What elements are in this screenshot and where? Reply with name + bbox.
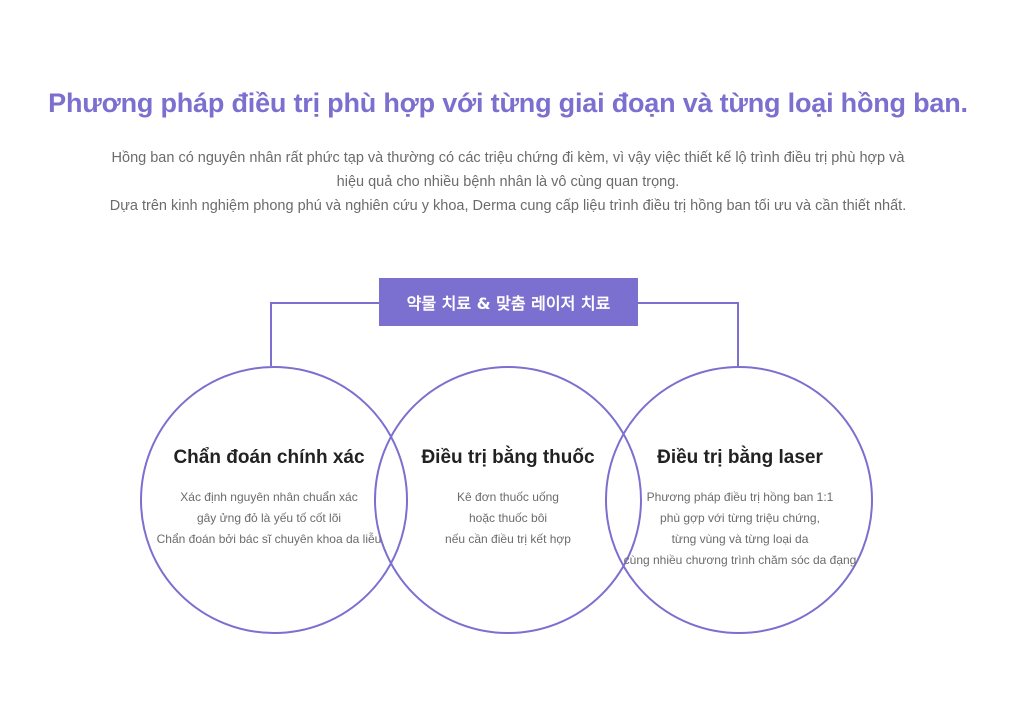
- medication-line: Kê đơn thuốc uống: [457, 490, 559, 504]
- page-title: Phương pháp điều trị phù hợp với từng gi…: [48, 88, 968, 118]
- diagnosis-line: Xác định nguyên nhân chuẩn xác: [180, 490, 358, 504]
- diagnosis-content: Chẩn đoán chính xác Xác định nguyên nhân…: [129, 447, 409, 550]
- laser-line: phù gợp với từng triệu chứng,: [660, 511, 820, 525]
- diagnosis-title: Chẩn đoán chính xác: [173, 447, 365, 468]
- diagnosis-line: gây ửng đỏ là yếu tố cốt lõi: [196, 511, 342, 525]
- medication-lines: Kê đơn thuốc uống hoặc thuốc bôi nếu cần…: [368, 487, 648, 550]
- laser-line: Phương pháp điều trị hồng ban 1:1: [646, 490, 834, 504]
- medication-line: hoặc thuốc bôi: [468, 511, 548, 525]
- diagnosis-lines: Xác định nguyên nhân chuẩn xác gây ửng đ…: [129, 487, 409, 550]
- circle-laser: [605, 366, 873, 634]
- treatment-badge: 약물 치료 & 맞춤 레이저 치료: [379, 278, 638, 326]
- medication-title: Điều trị bằng thuốc: [421, 447, 595, 468]
- laser-title: Điều trị bằng laser: [657, 447, 823, 468]
- medication-content: Điều trị bằng thuốc Kê đơn thuốc uống ho…: [368, 447, 648, 550]
- description-line: Dựa trên kinh nghiệm phong phú và nghiên…: [109, 198, 907, 214]
- diagnosis-line: Chẩn đoán bởi bác sĩ chuyên khoa da liễu: [156, 532, 382, 546]
- description-line: Hồng ban có nguyên nhân rất phức tạp và …: [111, 150, 905, 166]
- description-line: hiệu quả cho nhiều bệnh nhân là vô cùng …: [336, 174, 680, 190]
- intro-description: Hồng ban có nguyên nhân rất phức tạp và …: [58, 146, 958, 218]
- laser-line: cùng nhiều chương trình chăm sóc da đạng: [623, 553, 857, 567]
- laser-line: từng vùng và từng loại da: [671, 532, 809, 546]
- laser-content: Điều trị bằng laser Phương pháp điều trị…: [600, 447, 880, 571]
- medication-line: nếu cần điều trị kết hợp: [445, 532, 571, 546]
- treatment-badge-label: 약물 치료 & 맞춤 레이저 치료: [406, 294, 611, 313]
- laser-lines: Phương pháp điều trị hồng ban 1:1 phù gợ…: [600, 487, 880, 571]
